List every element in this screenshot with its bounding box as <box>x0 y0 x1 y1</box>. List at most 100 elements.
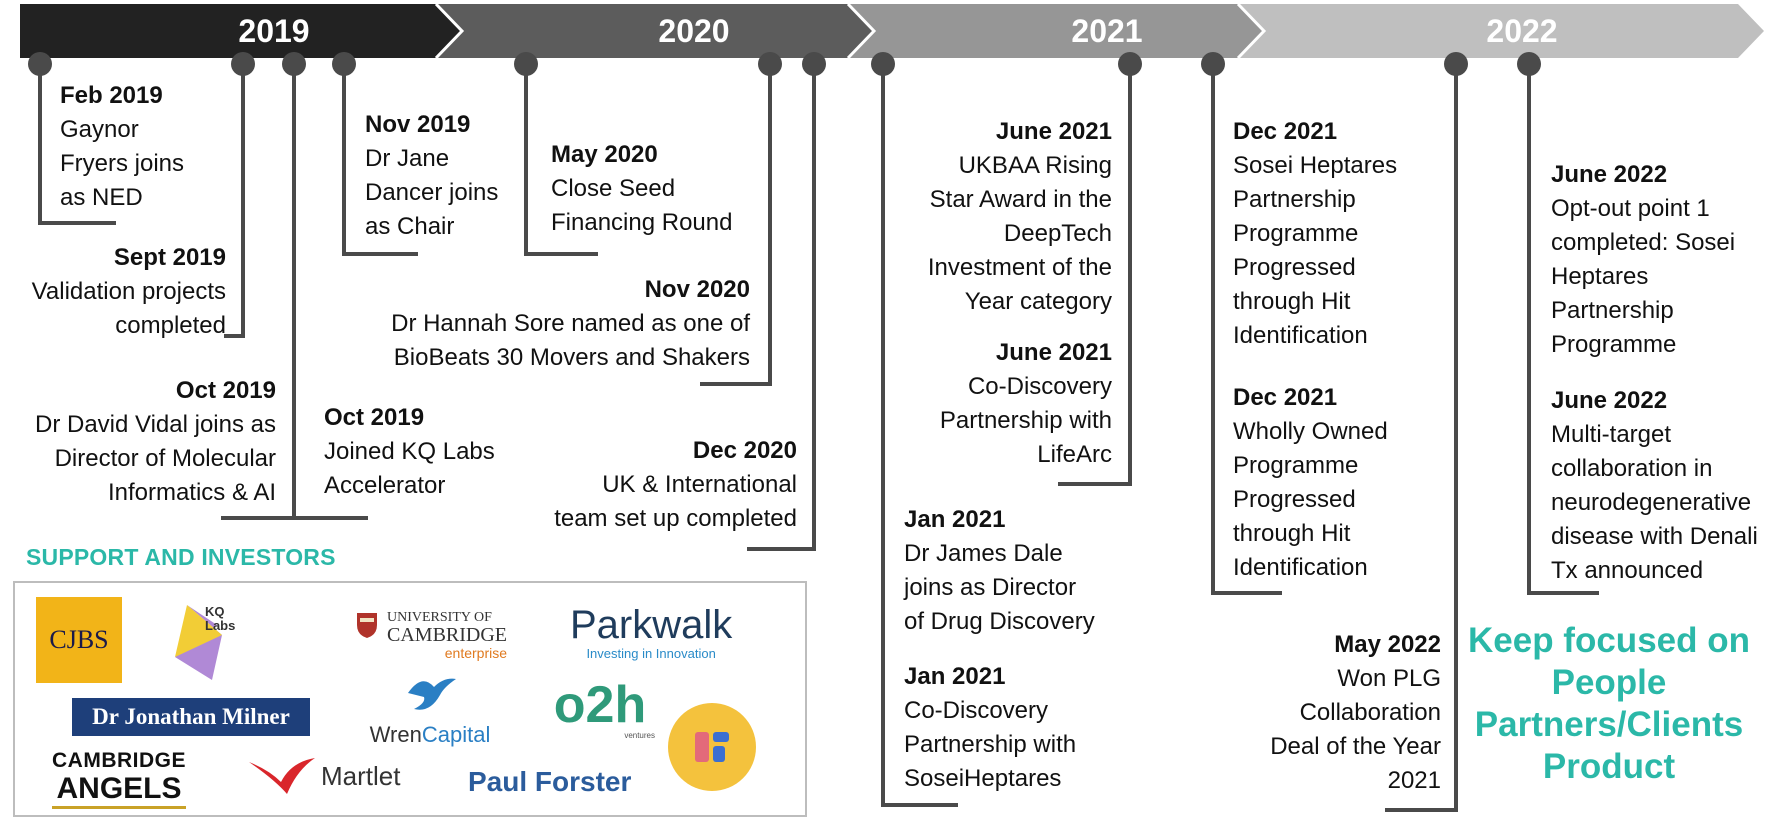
o2h-tagline: ventures <box>624 731 655 740</box>
event-dec-2020: Dec 2020 UK & International team set up … <box>554 434 797 536</box>
event-june-2022-optout: June 2022 Opt-out point 1 completed: Sos… <box>1551 158 1735 362</box>
event-date: Dec 2021 <box>1233 384 1338 411</box>
event-dec-2021-wholly-owned: Dec 2021 Wholly Owned Programme Progress… <box>1233 381 1388 585</box>
event-date: Dec 2021 <box>1233 118 1338 145</box>
dot-oct2019 <box>282 52 306 76</box>
event-nov-2019: Nov 2019 Dr Jane Dancer joins as Chair <box>365 108 498 244</box>
event-text: Joined KQ Labs Accelerator <box>324 438 495 499</box>
event-may-2022: May 2022 Won PLG Collaboration Deal of t… <box>1270 628 1441 798</box>
wren-capital-logo: WrenCapital <box>355 673 505 748</box>
capital-word: Capital <box>421 722 491 747</box>
year-segment-2019 <box>20 4 462 58</box>
cambridge-enterprise-logo: UNIVERSITY OF CAMBRIDGE enterprise <box>355 611 507 661</box>
event-nov-2020: Nov 2020 Dr Hannah Sore named as one of … <box>391 273 750 375</box>
parkwalk-logo: Parkwalk Investing in Innovation <box>570 603 732 661</box>
event-text: Sosei Heptares Partnership Programme Pro… <box>1233 152 1398 349</box>
event-june-2022-denali: June 2022 Multi-target collaboration in … <box>1551 384 1758 588</box>
sf-logo <box>668 703 756 791</box>
event-text: Opt-out point 1 completed: Sosei Heptare… <box>1551 195 1736 358</box>
connector-may2022 <box>1385 64 1458 812</box>
sf-mark-icon <box>695 732 729 762</box>
focus-item-people: People <box>1551 663 1667 702</box>
event-text: UK & International team set up completed <box>554 471 797 532</box>
event-feb-2019: Feb 2019 Gaynor Fryers joins as NED <box>60 79 184 215</box>
cambridge-crest-icon <box>357 613 377 638</box>
event-may-2020: May 2020 Close Seed Financing Round <box>551 138 732 240</box>
event-june-2021-lifearc: June 2021 Co-Discovery Partnership with … <box>940 336 1112 472</box>
year-segment-2022 <box>1238 4 1764 58</box>
focus-item-partners: Partners/Clients <box>1474 705 1744 744</box>
event-date: Jan 2021 <box>904 506 1006 533</box>
event-text: Validation projects completed <box>31 278 226 339</box>
connector-may2020 <box>524 64 598 256</box>
event-text: Dr Hannah Sore named as one of BioBeats … <box>391 310 750 371</box>
event-text: Won PLG Collaboration Deal of the Year 2… <box>1270 665 1441 794</box>
year-segment-2020 <box>436 4 874 58</box>
connector-nov2019 <box>342 64 418 256</box>
cjbs-logo: CJBS <box>36 597 122 683</box>
year-segment-2021 <box>848 4 1264 58</box>
connector-dec2021 <box>1211 64 1282 595</box>
martlet-bird-icon <box>249 758 315 794</box>
event-date: Sept 2019 <box>113 244 226 271</box>
event-date: Nov 2019 <box>365 111 471 138</box>
paul-forster-logo: Paul Forster <box>468 766 632 797</box>
event-oct-2019-vidal: Oct 2019 Dr David Vidal joins as Directo… <box>35 374 276 510</box>
event-date: May 2020 <box>551 141 658 168</box>
connector-jun2022 <box>1527 64 1599 595</box>
ucam-line1: UNIVERSITY OF <box>387 610 492 625</box>
connector-lines <box>38 64 1599 812</box>
parkwalk-tagline: Investing in Innovation <box>586 646 716 661</box>
event-text: UKBAA Rising Star Award in the DeepTech … <box>927 152 1112 315</box>
focus-item-product: Product <box>1542 747 1676 786</box>
event-date: June 2022 <box>1551 387 1668 414</box>
event-june-2021-ukbaa: June 2021 UKBAA Rising Star Award in the… <box>928 115 1112 319</box>
dot-feb2019 <box>28 52 52 76</box>
event-oct-2019-kq: Oct 2019 Joined KQ Labs Accelerator <box>324 401 495 503</box>
dot-sept2019 <box>231 52 255 76</box>
martlet-name: Martlet <box>321 760 401 791</box>
event-text: Dr David Vidal joins as Director of Mole… <box>35 411 276 506</box>
dot-dec2020 <box>802 52 826 76</box>
dot-nov2019 <box>332 52 356 76</box>
event-date: Jan 2021 <box>904 663 1006 690</box>
event-text: Gaynor Fryers joins as NED <box>60 116 185 211</box>
martlet-logo: Martlet <box>247 756 400 796</box>
dot-dec2021 <box>1201 52 1225 76</box>
event-date: Oct 2019 <box>324 404 425 431</box>
focus-title: Keep focused on <box>1468 621 1750 660</box>
connector-dec2020 <box>747 64 816 551</box>
event-date: Oct 2019 <box>175 377 276 404</box>
angels-line2: ANGELS <box>56 772 182 805</box>
o2h-name: o2h <box>553 676 647 734</box>
kq-label: KQ <box>205 604 225 619</box>
kq-labs-graphic <box>175 605 222 680</box>
year-label-2020: 2020 <box>658 13 729 49</box>
event-date: June 2021 <box>995 118 1112 145</box>
event-jan-2021-dale: Jan 2021 Dr James Dale joins as Director… <box>904 503 1095 639</box>
dot-jan2021 <box>871 52 895 76</box>
event-text: Wholly Owned Programme Progressed throug… <box>1233 418 1388 581</box>
support-title: SUPPORT AND INVESTORS <box>26 544 336 570</box>
event-dec-2021-sosei: Dec 2021 Sosei Heptares Partnership Prog… <box>1233 115 1397 353</box>
connector-sept2019 <box>224 64 245 338</box>
dot-jun2022 <box>1517 52 1541 76</box>
wren-bird-icon <box>408 678 456 710</box>
event-text: Dr Jane Dancer joins as Chair <box>365 145 499 240</box>
event-dots <box>28 52 1541 76</box>
connector-jan2021 <box>881 64 958 807</box>
event-text: Co-Discovery Partnership with LifeArc <box>939 373 1112 468</box>
o2h-ventures-logo: o2h ventures <box>535 679 665 740</box>
jonathan-milner-logo: Dr Jonathan Milner <box>72 698 310 736</box>
ucam-line2: CAMBRIDGE <box>387 624 508 646</box>
labs-label: Labs <box>205 618 236 633</box>
event-jan-2021-sosei: Jan 2021 Co-Discovery Partnership with S… <box>904 660 1076 796</box>
event-sept-2019: Sept 2019 Validation projects completed <box>32 241 226 343</box>
event-date: May 2022 <box>1334 631 1441 658</box>
focus-statement: Keep focused on People Partners/Clients … <box>1440 620 1778 788</box>
dot-jun2021 <box>1118 52 1142 76</box>
event-date: Dec 2020 <box>692 437 797 464</box>
